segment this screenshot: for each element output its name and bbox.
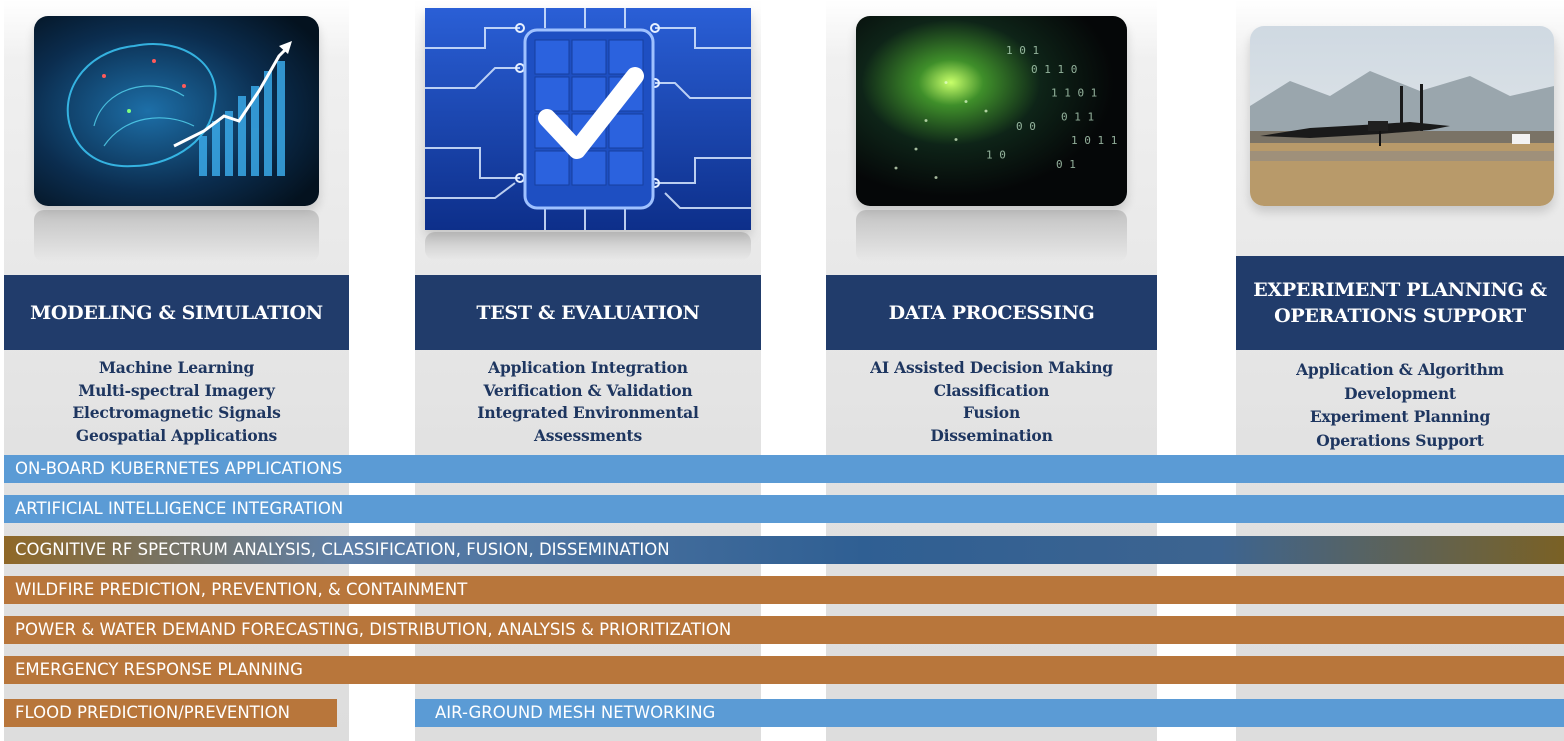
column-title: DATA PROCESSING [888, 301, 1095, 324]
svg-text:0 1 1 0: 0 1 1 0 [1031, 63, 1077, 76]
bar-cognitive-rf: COGNITIVE RF SPECTRUM ANALYSIS, CLASSIFI… [4, 536, 1564, 564]
column-title-line: OPERATIONS SUPPORT [1274, 305, 1526, 327]
column-item: AI Assisted Decision Making [870, 358, 1113, 377]
column-item: Geospatial Applications [75, 425, 278, 445]
column-item: Assessments [533, 425, 642, 445]
column-item: Application Integration [488, 358, 688, 377]
column-item: Operations Support [1316, 430, 1484, 450]
column-title-line: EXPERIMENT PLANNING & [1253, 279, 1547, 301]
column-items: Application Integration Verification & V… [415, 357, 761, 447]
bar-power-water: POWER & WATER DEMAND FORECASTING, DISTRI… [4, 616, 1564, 644]
binary-data-image: 1 0 1 0 1 1 0 1 1 0 1 0 1 1 1 0 1 1 0 1 0 0… [856, 16, 1127, 206]
column-header: EXPERIMENT PLANNING & OPERATIONS SUPPORT [1236, 256, 1564, 350]
image-reflection [425, 232, 751, 260]
bar-mesh-networking: AIR-GROUND MESH NETWORKING [415, 699, 1564, 727]
column-header: MODELING & SIMULATION [4, 275, 349, 350]
svg-text:0 1: 0 1 [1056, 158, 1076, 171]
bar-kubernetes: ON-BOARD KUBERNETES APPLICATIONS [4, 455, 1564, 483]
column-item: Experiment Planning [1309, 407, 1491, 426]
column-item: Dissemination [930, 425, 1053, 445]
column-item: Verification & Validation [483, 380, 693, 400]
brain-chart-image [34, 16, 319, 206]
column-item: Integrated Environmental [477, 403, 699, 422]
column-header: DATA PROCESSING [826, 275, 1157, 350]
column-item: Fusion [962, 403, 1021, 422]
svg-text:1 0: 1 0 [986, 149, 1006, 162]
bar-emergency: EMERGENCY RESPONSE PLANNING [4, 656, 1564, 684]
bar-ai-integration: ARTIFICIAL INTELLIGENCE INTEGRATION [4, 495, 1564, 523]
image-reflection [34, 210, 319, 262]
column-items: Application & Algorithm Development Expe… [1236, 358, 1564, 452]
column-item: Machine Learning [98, 358, 255, 377]
column-title: TEST & EVALUATION [476, 301, 700, 324]
column-item: Multi-spectral Imagery [78, 380, 275, 400]
svg-text:1 0 1 1: 1 0 1 1 [1071, 135, 1117, 148]
bar-wildfire: WILDFIRE PREDICTION, PREVENTION, & CONTA… [4, 576, 1564, 604]
svg-text:1 0 1: 1 0 1 [1006, 44, 1039, 57]
column-item: Application & Algorithm [1296, 360, 1504, 379]
image-reflection [856, 210, 1127, 262]
column-title: MODELING & SIMULATION [30, 301, 323, 324]
column-item: Electromagnetic Signals [72, 403, 281, 422]
svg-text:0 1 1: 0 1 1 [1061, 111, 1094, 124]
bar-flood: FLOOD PREDICTION/PREVENTION [4, 699, 337, 727]
svg-text:1 1 0 1: 1 1 0 1 [1051, 87, 1097, 100]
aircraft-runway-image [1250, 26, 1554, 206]
svg-text:0 0: 0 0 [1016, 120, 1036, 133]
column-items: AI Assisted Decision Making Classificati… [826, 357, 1157, 447]
checkmark-circuit-image [425, 8, 751, 230]
column-item: Classification [933, 380, 1050, 400]
column-item: Development [1344, 383, 1456, 403]
column-header: TEST & EVALUATION [415, 275, 761, 350]
column-items: Machine Learning Multi-spectral Imagery … [4, 357, 349, 447]
